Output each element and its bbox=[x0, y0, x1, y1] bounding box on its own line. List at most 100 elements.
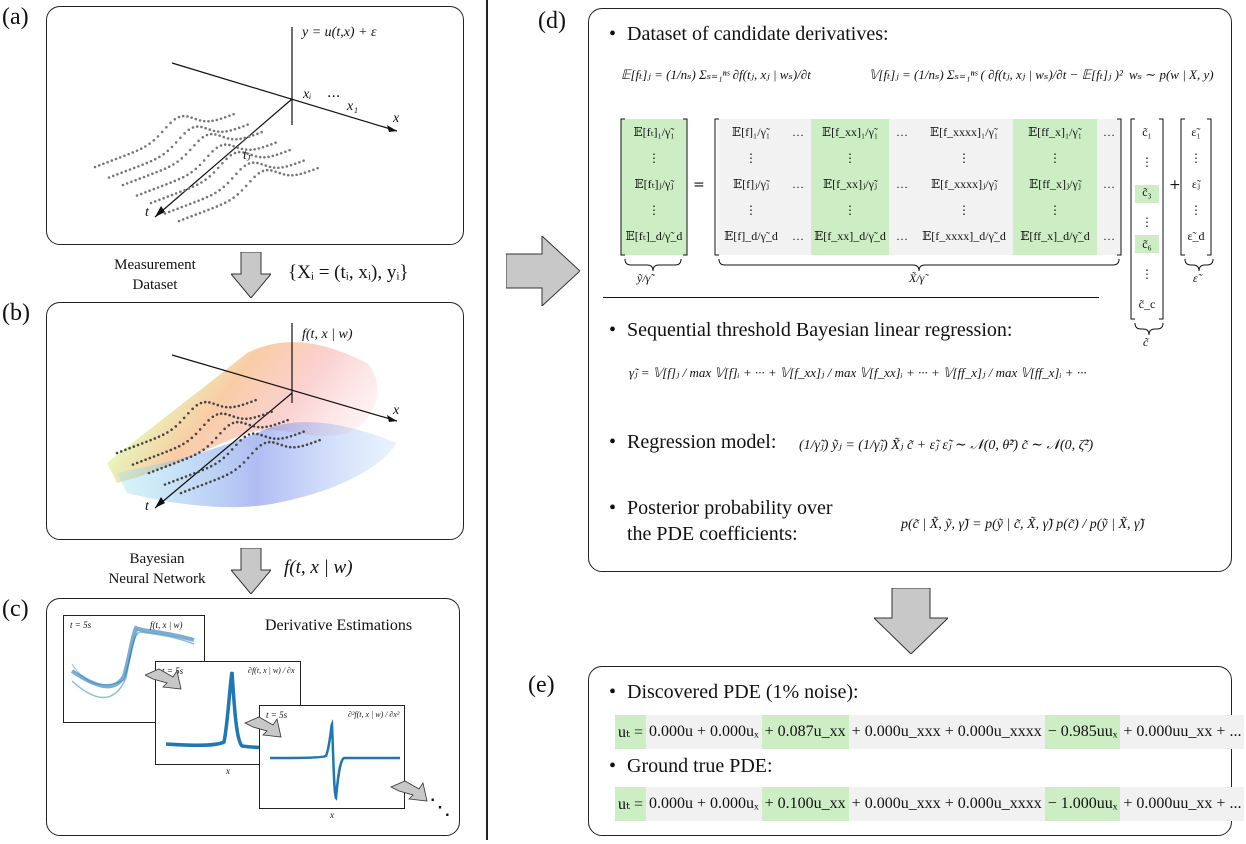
data-point bbox=[203, 400, 207, 404]
data-point bbox=[149, 159, 153, 163]
matrix-cell: 𝔼[f]_d/γ̃_d bbox=[724, 229, 778, 243]
column-divider bbox=[486, 0, 488, 840]
coef-cell: c̃₃ bbox=[1142, 185, 1152, 199]
data-point bbox=[221, 475, 225, 478]
matrix-cell: 𝔼[ff_x]_d/γ̃_d bbox=[1020, 229, 1090, 243]
data-point bbox=[198, 211, 202, 215]
data-point bbox=[229, 129, 233, 132]
data-point bbox=[127, 152, 130, 156]
matrix-cell: 𝔼[f_xx]₁/γ̃₁ bbox=[821, 125, 879, 139]
data-point bbox=[148, 142, 151, 145]
plot-d2f-time: t = 5s bbox=[266, 710, 288, 720]
data-point bbox=[226, 181, 230, 185]
data-point bbox=[201, 468, 205, 472]
matrix-cell: 𝔼[ff_x]₁/γ̃₁ bbox=[1028, 125, 1082, 139]
data-point bbox=[279, 151, 283, 155]
coef-cell: ⋮ bbox=[1141, 267, 1153, 281]
data-point bbox=[212, 129, 216, 133]
data-point bbox=[219, 412, 223, 415]
data-point bbox=[246, 152, 249, 155]
data-point bbox=[270, 142, 273, 146]
data-point bbox=[177, 444, 181, 448]
data-point bbox=[135, 194, 139, 197]
data-point bbox=[289, 163, 293, 167]
data-point bbox=[219, 144, 223, 147]
data-point bbox=[187, 411, 190, 415]
panel-c-derivatives: Derivative Estimations t = 5s f(t, x | w… bbox=[46, 598, 460, 836]
data-point bbox=[190, 116, 193, 119]
data-point bbox=[197, 139, 200, 143]
gamma-formula: γ̃ⱼ = 𝕍[f]ⱼ / max 𝕍[f]ᵢ + ··· + 𝕍[f_xx]ⱼ… bbox=[629, 365, 1087, 380]
data-point bbox=[149, 201, 153, 205]
x-axis-label: x bbox=[393, 111, 400, 126]
data-point bbox=[165, 125, 168, 129]
data-point bbox=[153, 437, 157, 440]
coef-cell: ⋮ bbox=[1141, 155, 1153, 169]
data-point bbox=[181, 458, 184, 462]
data-point bbox=[156, 453, 160, 457]
data-point bbox=[107, 176, 111, 179]
data-point bbox=[177, 460, 180, 464]
data-point bbox=[267, 155, 270, 159]
data-point bbox=[239, 439, 242, 442]
data-point bbox=[212, 171, 216, 174]
lhs-cell: 𝔼[fₜ]_d/γ̃_d bbox=[625, 229, 683, 243]
data-point bbox=[194, 432, 198, 436]
data-point bbox=[156, 186, 160, 189]
data-point bbox=[248, 423, 252, 427]
data-point bbox=[204, 482, 208, 485]
data-point bbox=[289, 434, 293, 438]
data-point bbox=[211, 415, 215, 419]
data-point bbox=[260, 162, 263, 166]
data-point bbox=[242, 124, 245, 128]
panel-label-d: (d) bbox=[538, 8, 566, 34]
data-point bbox=[165, 182, 168, 186]
data-point bbox=[178, 421, 182, 424]
data-point bbox=[146, 174, 150, 177]
data-point bbox=[144, 145, 147, 148]
data-point bbox=[251, 161, 255, 164]
data-point bbox=[123, 154, 126, 158]
data-point bbox=[190, 436, 194, 440]
data-point bbox=[244, 422, 247, 425]
panel-a-measurements: y = u(t,x) + ε x t xᵢ ··· x₁ tⱼ bbox=[46, 6, 464, 245]
true-term: + 0.000uu_xx + ... bbox=[1120, 787, 1245, 821]
data-point bbox=[261, 169, 265, 173]
data-point bbox=[236, 193, 240, 196]
b-x-axis-label: x bbox=[393, 403, 400, 418]
plot-d2f-xlabel: x bbox=[330, 810, 334, 820]
posterior-text-1: Posterior probability over bbox=[627, 497, 833, 519]
data-point bbox=[242, 151, 245, 154]
data-point bbox=[174, 425, 178, 428]
matrix-cell: 𝔼[f_xxxx]ⱼ/γ̃ⱼ bbox=[930, 177, 998, 191]
data-point bbox=[210, 441, 214, 444]
data-point bbox=[257, 147, 261, 150]
data-point bbox=[232, 112, 235, 116]
true-term: + 0.000u_xxx + 0.000u_xxxx bbox=[848, 787, 1045, 821]
data-point bbox=[192, 486, 195, 490]
data-point bbox=[152, 139, 156, 142]
data-point bbox=[182, 442, 185, 446]
matrix-cell: … bbox=[896, 229, 908, 243]
xi-dots: ··· bbox=[327, 89, 341, 105]
matrix-cell: … bbox=[1103, 125, 1115, 139]
discovered-term: + 0.087u_xx bbox=[761, 715, 849, 749]
data-point bbox=[194, 213, 198, 216]
bnn-output-formula: f(t, x | w) bbox=[284, 557, 353, 578]
plus-sign: + bbox=[1169, 177, 1181, 193]
data-point bbox=[114, 157, 118, 161]
data-point bbox=[232, 144, 235, 148]
data-point bbox=[184, 153, 188, 156]
data-point bbox=[140, 459, 143, 463]
data-point bbox=[202, 159, 206, 162]
data-point bbox=[245, 417, 248, 421]
data-point bbox=[215, 413, 219, 416]
data-point bbox=[188, 473, 192, 477]
matrix-highlight-ffx bbox=[1013, 119, 1097, 255]
data-point bbox=[202, 210, 206, 213]
data-point bbox=[128, 446, 131, 450]
data-point bbox=[188, 202, 192, 206]
data-point bbox=[170, 145, 174, 149]
data-point bbox=[273, 423, 277, 426]
data-point bbox=[195, 125, 199, 128]
